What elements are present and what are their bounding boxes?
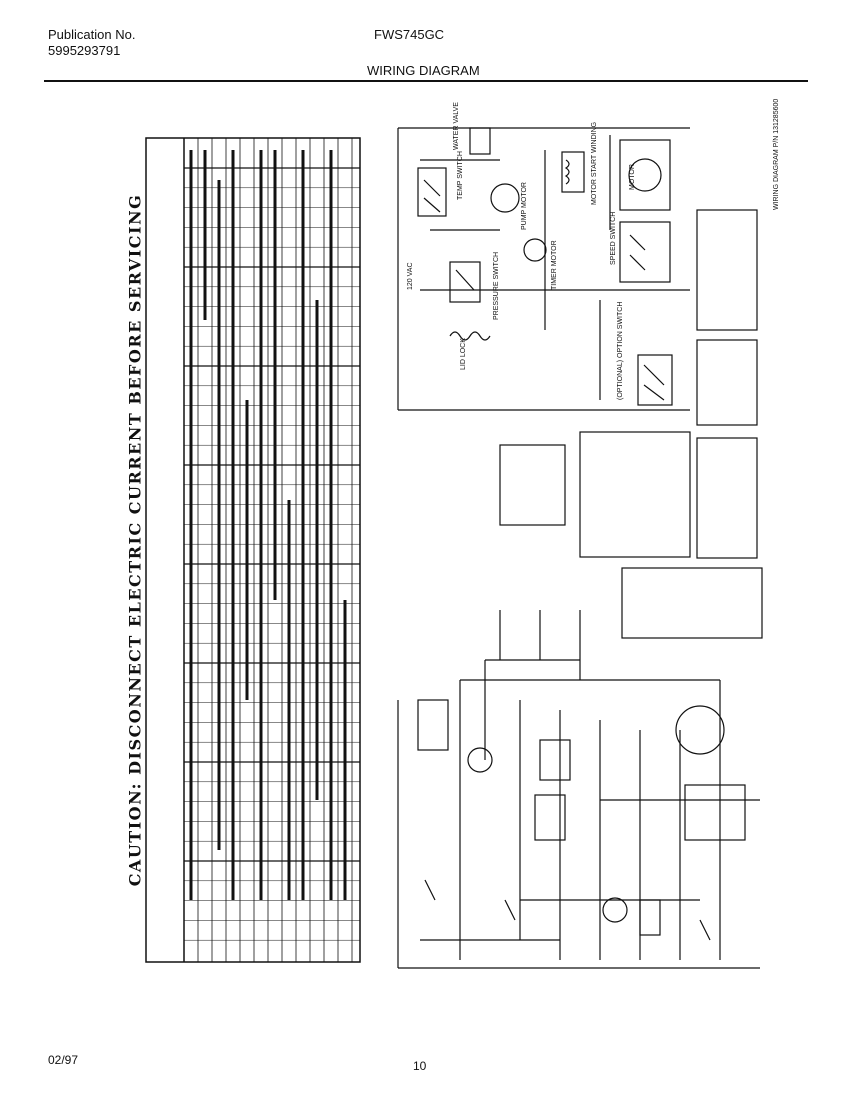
timer-motor-symbol [523,238,547,262]
motor-table [696,437,758,559]
timer-chart-frame [145,137,361,963]
option-switch-label: (OPTIONAL) OPTION SWITCH [617,302,624,400]
timer-motor-label: TIMER MOTOR [551,240,558,290]
switch-box-lower [534,794,566,841]
relay-box [417,699,449,751]
schematic-labels: 120 VAC WATER VALVE TEMP SWITCH PUMP MOT… [407,99,780,400]
model-number: FWS745GC [374,27,445,42]
option-switch-symbol [637,354,673,406]
water-valve-label: WATER VALVE [453,102,460,150]
motor-label: MOTOR [629,164,636,190]
motor-symbol-lower [675,705,725,755]
sensor-box [621,567,763,639]
notes-box [499,444,566,526]
diagram-part-label: WIRING DIAGRAM P/N 131285600 [773,99,780,210]
start-winding-label: MOTOR START WINDING [591,122,598,205]
option-table [696,339,758,426]
speed-box-lower [684,784,746,841]
footer-date: 02/97 [48,1053,79,1067]
water-valve-symbol [469,127,491,155]
temp-switch-symbol [417,167,447,217]
page-title: WIRING DIAGRAM [367,63,480,78]
lid-lock-symbol [449,331,491,341]
timer-chart-gridlines [184,167,360,941]
pump-symbol [467,747,493,773]
page-number: 10 [413,1059,427,1073]
publication-number: 5995293791 [48,43,121,58]
schematic [397,127,763,969]
legend-box [579,431,691,558]
header-rule [44,80,808,82]
temp-switch-label: TEMP SWITCH [457,151,464,200]
speed-switch-symbol [619,221,671,283]
terminal-box-lower [639,899,661,936]
valve-box [539,739,571,781]
timer-symbol-lower [602,897,628,923]
motor-symbol [619,139,671,211]
lid-lock-label: LID LOCK [460,338,467,370]
start-winding-symbol [561,151,585,193]
pump-motor-symbol [490,183,520,213]
timer-chart-bars [189,150,347,900]
timer-chart-columns [183,138,353,962]
pump-motor-label: PUMP MOTOR [521,182,528,230]
publication-label: Publication No. [48,27,136,42]
timer-chart [145,137,361,963]
voltage-label: 120 VAC [407,263,414,291]
speed-table [696,209,758,331]
pressure-switch-symbol [449,261,481,303]
speed-switch-label: SPEED SWITCH [610,212,617,265]
pressure-switch-label: PRESSURE SWITCH [493,252,500,320]
